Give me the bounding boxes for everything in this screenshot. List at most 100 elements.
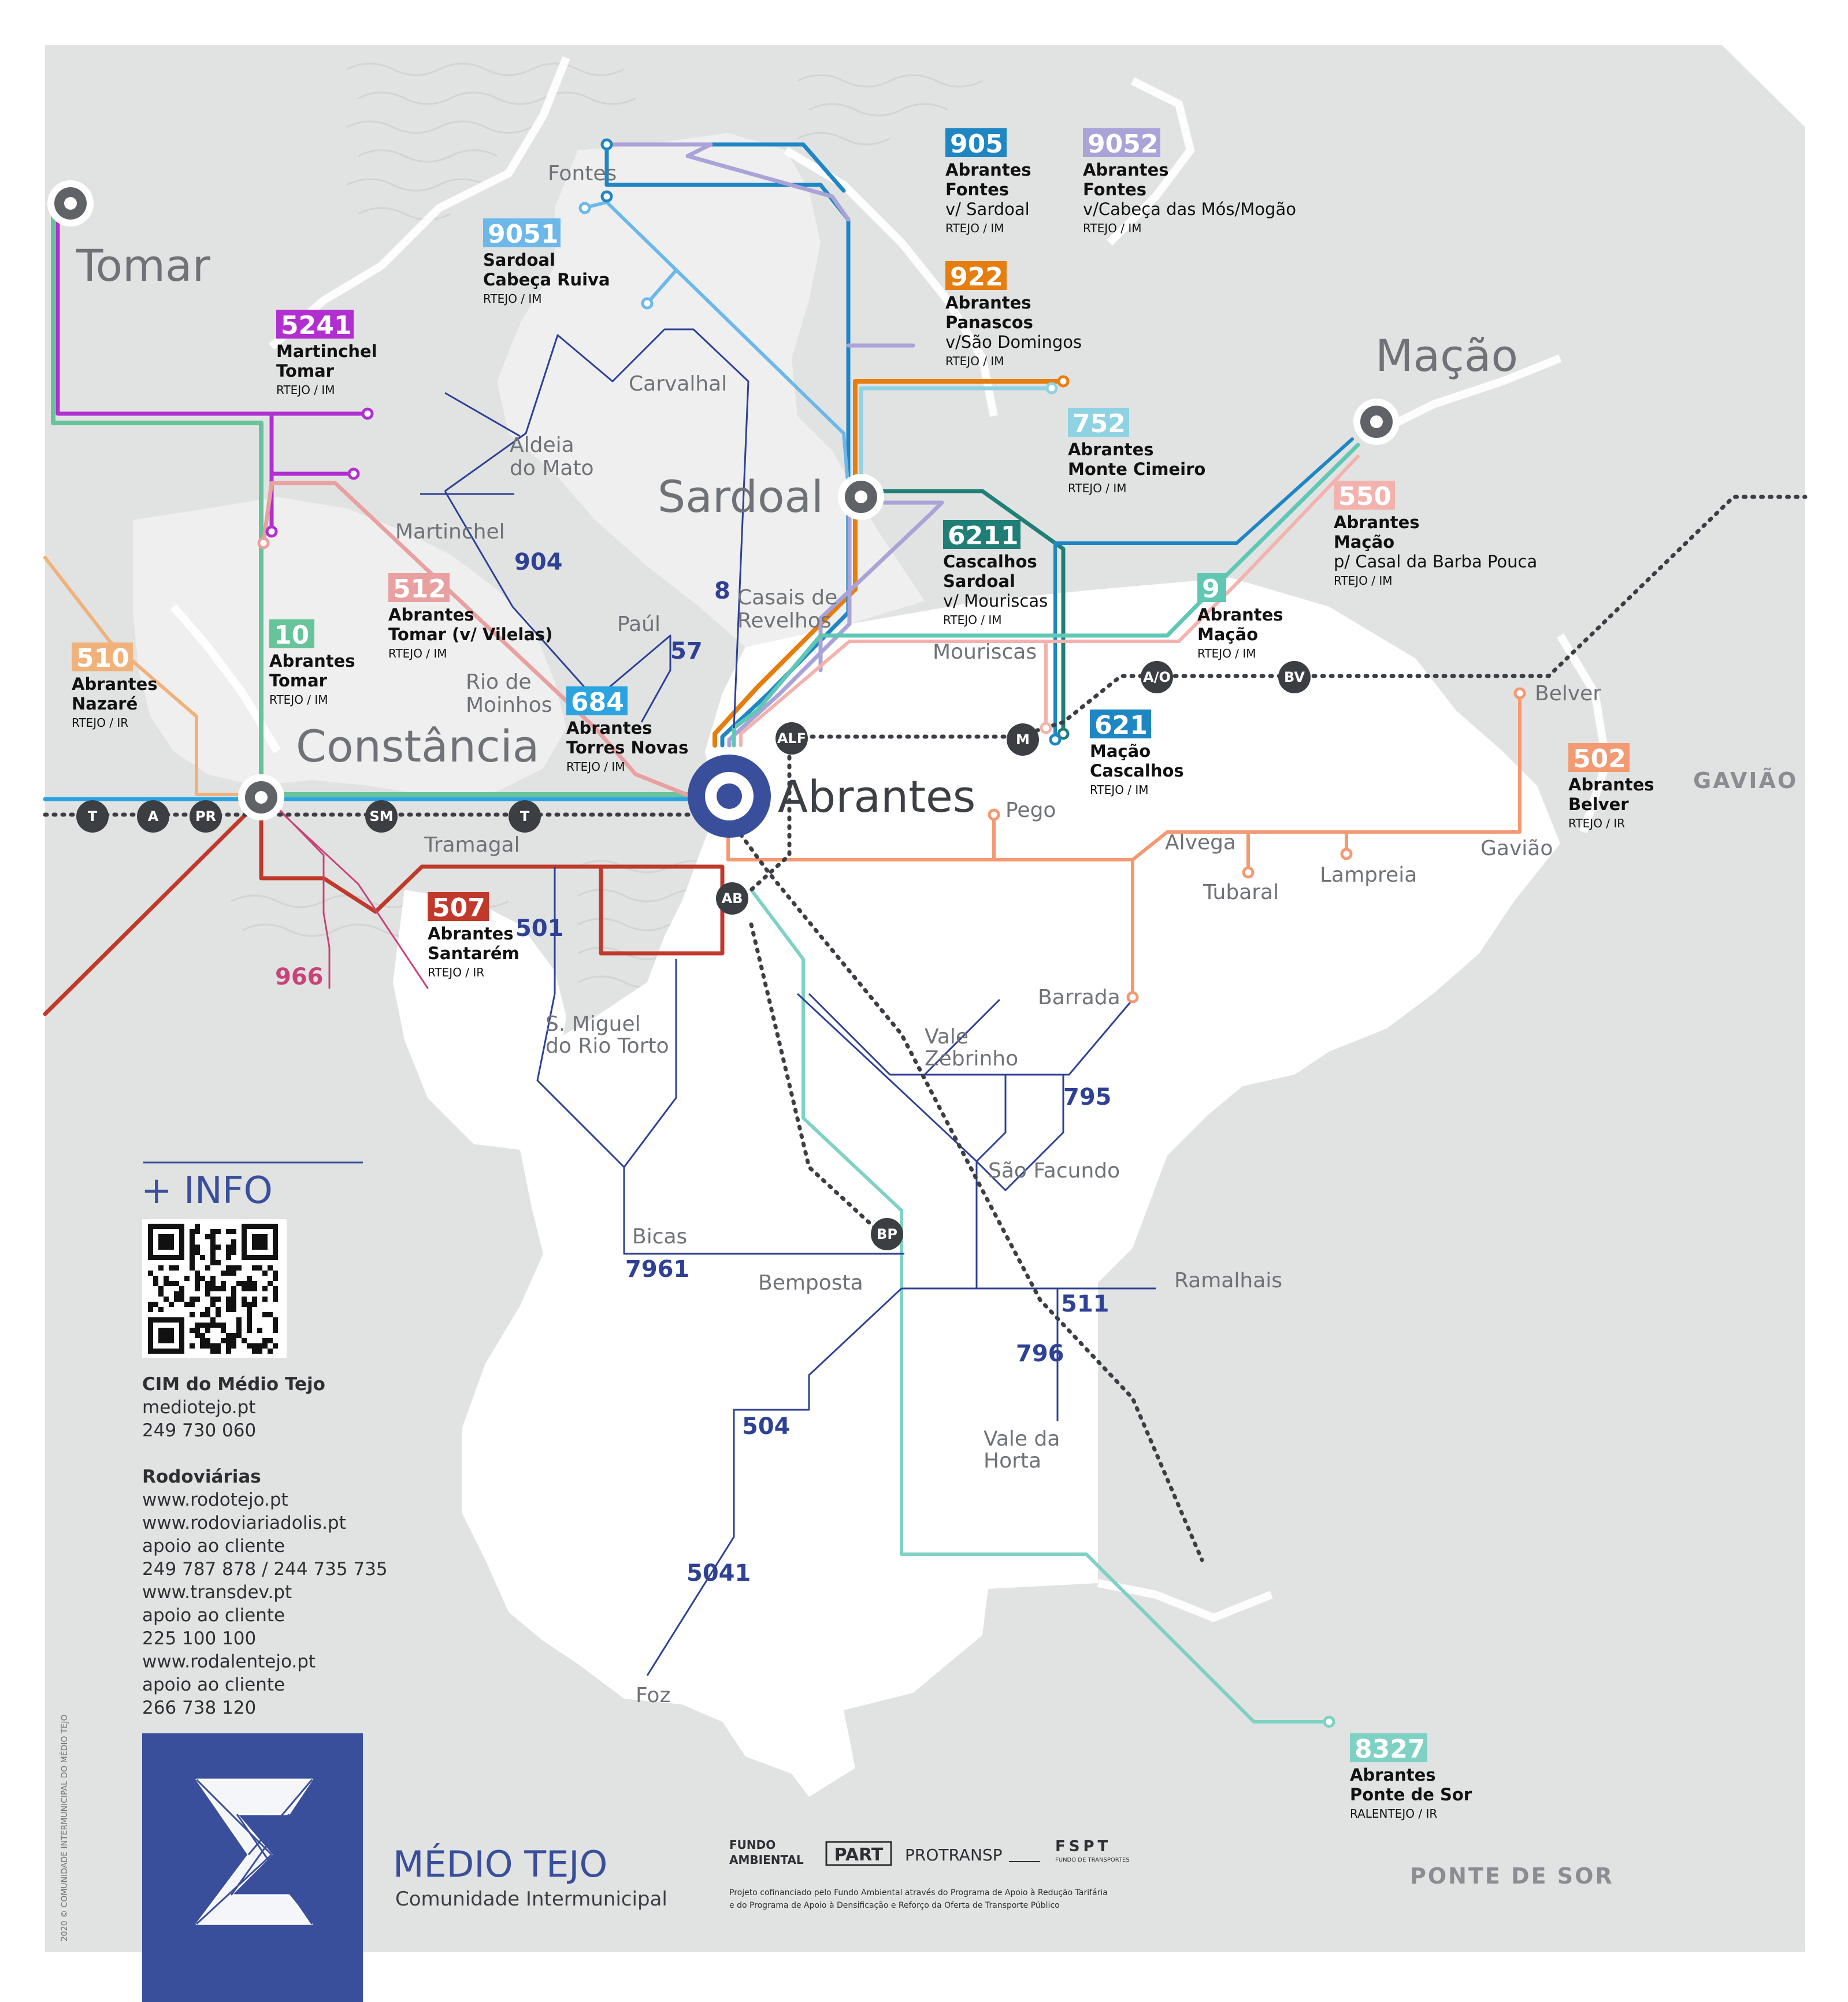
route-number: 684: [571, 688, 624, 717]
label-abrantes: Abrantes: [778, 771, 975, 822]
route-destination: Tomar: [269, 671, 328, 690]
route-destination: Cascalhos: [1090, 761, 1184, 781]
route-number-badge: [388, 573, 450, 602]
route-operator: RTEJO / IR: [72, 716, 128, 730]
route-origin: Abrantes: [72, 674, 158, 694]
school-line-numbers: 904 8 57 501 966 795 7961 511 796 504 50…: [275, 549, 1112, 1587]
svg-text:8: 8: [714, 578, 730, 604]
svg-text:Gavião: Gavião: [1480, 837, 1553, 860]
svg-text:Zebrinho: Zebrinho: [925, 1047, 1018, 1071]
rodoviariadolis-link[interactable]: www.rodoviariadolis.pt: [142, 1513, 346, 1533]
route-number: 9051: [488, 220, 558, 249]
transdev-link[interactable]: www.transdev.pt: [142, 1582, 292, 1603]
route-operator: RTEJO / IR: [428, 965, 484, 979]
svg-text:504: 504: [742, 1413, 791, 1440]
rail-stations: T A PR SM T ALF M A/O BV AB BP: [76, 661, 1311, 1250]
station-pr: PR: [190, 800, 222, 833]
route-destination: Torres Novas: [566, 738, 688, 757]
svg-text:Alvega: Alvega: [1165, 831, 1236, 855]
qr-code[interactable]: [142, 1219, 287, 1358]
rodalentejo-link[interactable]: www.rodalentejo.pt: [142, 1651, 316, 1672]
support-label: apoio ao cliente: [142, 1674, 285, 1695]
svg-text:A/O: A/O: [1143, 669, 1171, 685]
rodo-title: Rodoviárias: [142, 1466, 261, 1487]
route-number-badge: [72, 642, 133, 671]
route-operator: RTEJO / IM: [1068, 481, 1127, 495]
route-operator: RTEJO / IM: [388, 647, 447, 660]
route-number: 550: [1338, 482, 1391, 511]
logo-protransp: PROTRANSP: [905, 1845, 1003, 1864]
route-line-922: [713, 379, 1066, 748]
station-alf: ALF: [775, 722, 808, 755]
route-destination: Santarém: [428, 944, 519, 963]
macao-city-marker: [1353, 399, 1400, 445]
route-via: v/São Domingos: [945, 332, 1082, 352]
terminal-dots: [257, 138, 1526, 1728]
support-label: apoio ao cliente: [142, 1605, 285, 1626]
abrantes-municipality-area: [462, 578, 1560, 1797]
route-number: 512: [393, 574, 446, 604]
route-destination: Mação: [1334, 532, 1394, 552]
support-label: apoio ao cliente: [142, 1536, 285, 1557]
svg-text:Vale da: Vale da: [984, 1427, 1060, 1451]
route-operator: RTEJO / IM: [1197, 647, 1256, 660]
route-number: 507: [432, 893, 485, 923]
support-phone: 225 100 100: [142, 1628, 256, 1649]
route-origin: Abrantes: [1197, 605, 1283, 625]
route-via: v/Cabeça das Mós/Mogão: [1083, 199, 1296, 219]
brand-subtitle: Comunidade Intermunicipal: [395, 1888, 667, 1911]
cim-site-link[interactable]: mediotejo.pt: [142, 1397, 255, 1418]
svg-text:511: 511: [1061, 1291, 1109, 1317]
svg-text:Bemposta: Bemposta: [758, 1271, 863, 1295]
svg-text:Carvalhal: Carvalhal: [629, 372, 727, 396]
svg-text:AB: AB: [722, 890, 743, 907]
route-line-510: [43, 556, 263, 796]
route-destination: Tomar: [276, 361, 335, 381]
info-panel: + INFO CIM do Médio Tejo mediotejo.pt 24…: [141, 1161, 388, 1718]
cim-phone: 249 730 060: [142, 1420, 256, 1441]
svg-text:Aldeia: Aldeia: [510, 433, 574, 457]
svg-text:Tubaral: Tubaral: [1203, 881, 1279, 904]
svg-text:966: 966: [275, 964, 324, 990]
svg-text:Lampreia: Lampreia: [1320, 863, 1417, 887]
route-operator: RTEJO / IM: [483, 292, 542, 306]
route-destination: Panascos: [945, 313, 1033, 332]
svg-text:795: 795: [1063, 1084, 1112, 1110]
route-origin: Abrantes: [1334, 512, 1420, 532]
route-number: 9: [1202, 574, 1220, 604]
route-number-badge: [945, 261, 1007, 290]
svg-text:Moinhos: Moinhos: [466, 693, 552, 717]
svg-text:Bicas: Bicas: [632, 1225, 687, 1249]
label-macao: Mação: [1375, 330, 1518, 381]
route-operator: RTEJO / IM: [1090, 783, 1149, 797]
svg-text:A: A: [148, 808, 159, 824]
route-number-badge: [1350, 1733, 1427, 1762]
station-t-west: T: [76, 800, 109, 833]
cim-title: CIM do Médio Tejo: [142, 1374, 325, 1395]
svg-text:Martinchel: Martinchel: [395, 520, 505, 544]
route-destination: Belver: [1568, 794, 1629, 814]
rodotejo-link[interactable]: www.rodotejo.pt: [142, 1490, 288, 1510]
route-operator: RALENTEJO / IR: [1350, 1807, 1437, 1821]
svg-text:ALF: ALF: [777, 730, 806, 746]
svg-text:796: 796: [1016, 1340, 1064, 1367]
route-origin: Mação: [1090, 741, 1151, 761]
svg-text:T: T: [520, 808, 530, 824]
route-line-512: [261, 481, 696, 800]
logo-fspt-subtitle: FUNDO DE TRANSPORTES: [1055, 1857, 1130, 1863]
route-operator: RTEJO / IM: [945, 354, 1004, 368]
route-destination: Fontes: [945, 180, 1009, 199]
route-number-badge: [945, 128, 1007, 157]
svg-text:Ramalhais: Ramalhais: [1174, 1269, 1282, 1292]
route-operator: RTEJO / IM: [1083, 221, 1142, 235]
route-origin: Abrantes: [1083, 160, 1169, 180]
route-origin: Abrantes: [428, 924, 514, 944]
svg-text:Foz: Foz: [636, 1684, 670, 1707]
route-number-badge: [566, 686, 628, 715]
